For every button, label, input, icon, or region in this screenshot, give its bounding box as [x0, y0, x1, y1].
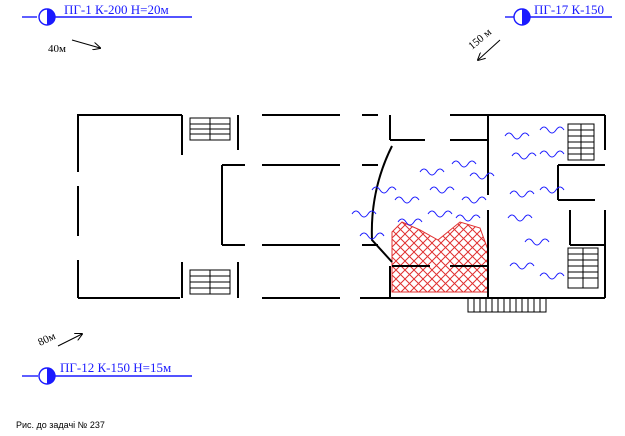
fire-zone-hatch [391, 221, 489, 293]
smoke-wave [511, 152, 537, 160]
hydrant-12-label: ПГ-12 К-150 Н=15м [60, 360, 171, 375]
smoke-wave [427, 210, 453, 218]
figure-caption: Рис. до задачі № 237 [16, 420, 105, 430]
hydrant-17: ПГ-17 К-150 150 м [466, 2, 612, 60]
smoke-wave [509, 262, 535, 270]
smoke-wave [539, 126, 565, 134]
staircase-top-left [189, 117, 231, 141]
smoke-wave [461, 196, 487, 204]
direction-arrow [57, 334, 82, 347]
fire-zone [391, 221, 489, 293]
direction-arrow [71, 39, 100, 48]
staircase-right-bottom [567, 247, 599, 289]
smoke-wave [524, 238, 550, 246]
hydrant-17-distance: 150 м [466, 26, 494, 52]
smoke-wave [371, 186, 397, 194]
smoke-wave [469, 172, 495, 180]
entrance-steps [467, 297, 547, 313]
hydrant-icon [513, 8, 531, 26]
smoke-wave [394, 196, 420, 204]
smoke-wave [507, 214, 533, 222]
hydrant-icon [38, 8, 56, 26]
smoke-wave [455, 214, 481, 222]
building-walls [77, 114, 606, 299]
hydrant-1-label: ПГ-1 К-200 Н=20м [64, 2, 169, 17]
staircase-right-top [567, 123, 595, 161]
smoke-wave [429, 186, 455, 194]
staircase-bottom-left [189, 269, 231, 295]
hydrant-12-distance: 80м [36, 330, 57, 348]
smoke-wave [351, 210, 377, 218]
smoke-wave [539, 150, 565, 158]
smoke-wave [539, 272, 565, 280]
direction-arrow [478, 39, 501, 60]
smoke-wave [359, 232, 385, 240]
hydrant-17-label: ПГ-17 К-150 [534, 2, 604, 17]
smoke-wave [509, 190, 535, 198]
smoke-wave [539, 186, 565, 194]
hydrant-12: ПГ-12 К-150 Н=15м 80м [22, 330, 192, 385]
hydrant-icon [38, 367, 56, 385]
smoke-wave [451, 160, 477, 168]
hydrant-1: ПГ-1 К-200 Н=20м 40м [22, 2, 192, 55]
smoke-wave [504, 132, 530, 140]
smoke-wave [419, 168, 445, 176]
smoke-zone [351, 126, 565, 280]
hydrant-1-distance: 40м [48, 43, 66, 55]
smoke-wave [397, 218, 423, 226]
